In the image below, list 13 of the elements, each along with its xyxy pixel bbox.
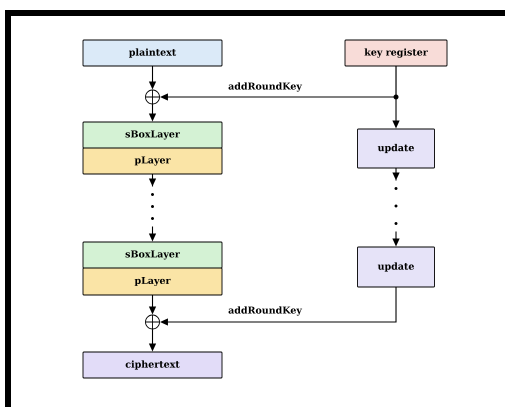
process-box: sBoxLayer bbox=[82, 242, 222, 268]
process-box: sBoxLayer bbox=[82, 122, 222, 148]
process-box: update bbox=[357, 128, 435, 168]
process-box: ciphertext bbox=[82, 352, 222, 378]
xor-symbol bbox=[145, 314, 160, 330]
process-box: pLayer bbox=[82, 268, 222, 296]
process-box: key register bbox=[344, 40, 448, 66]
edge-label: addRoundKey bbox=[227, 305, 303, 317]
process-box: pLayer bbox=[82, 148, 222, 174]
edge-label: addRoundKey bbox=[227, 81, 303, 93]
process-box: update bbox=[357, 246, 435, 288]
xor-symbol bbox=[145, 90, 160, 104]
process-box: plaintext bbox=[82, 40, 222, 66]
